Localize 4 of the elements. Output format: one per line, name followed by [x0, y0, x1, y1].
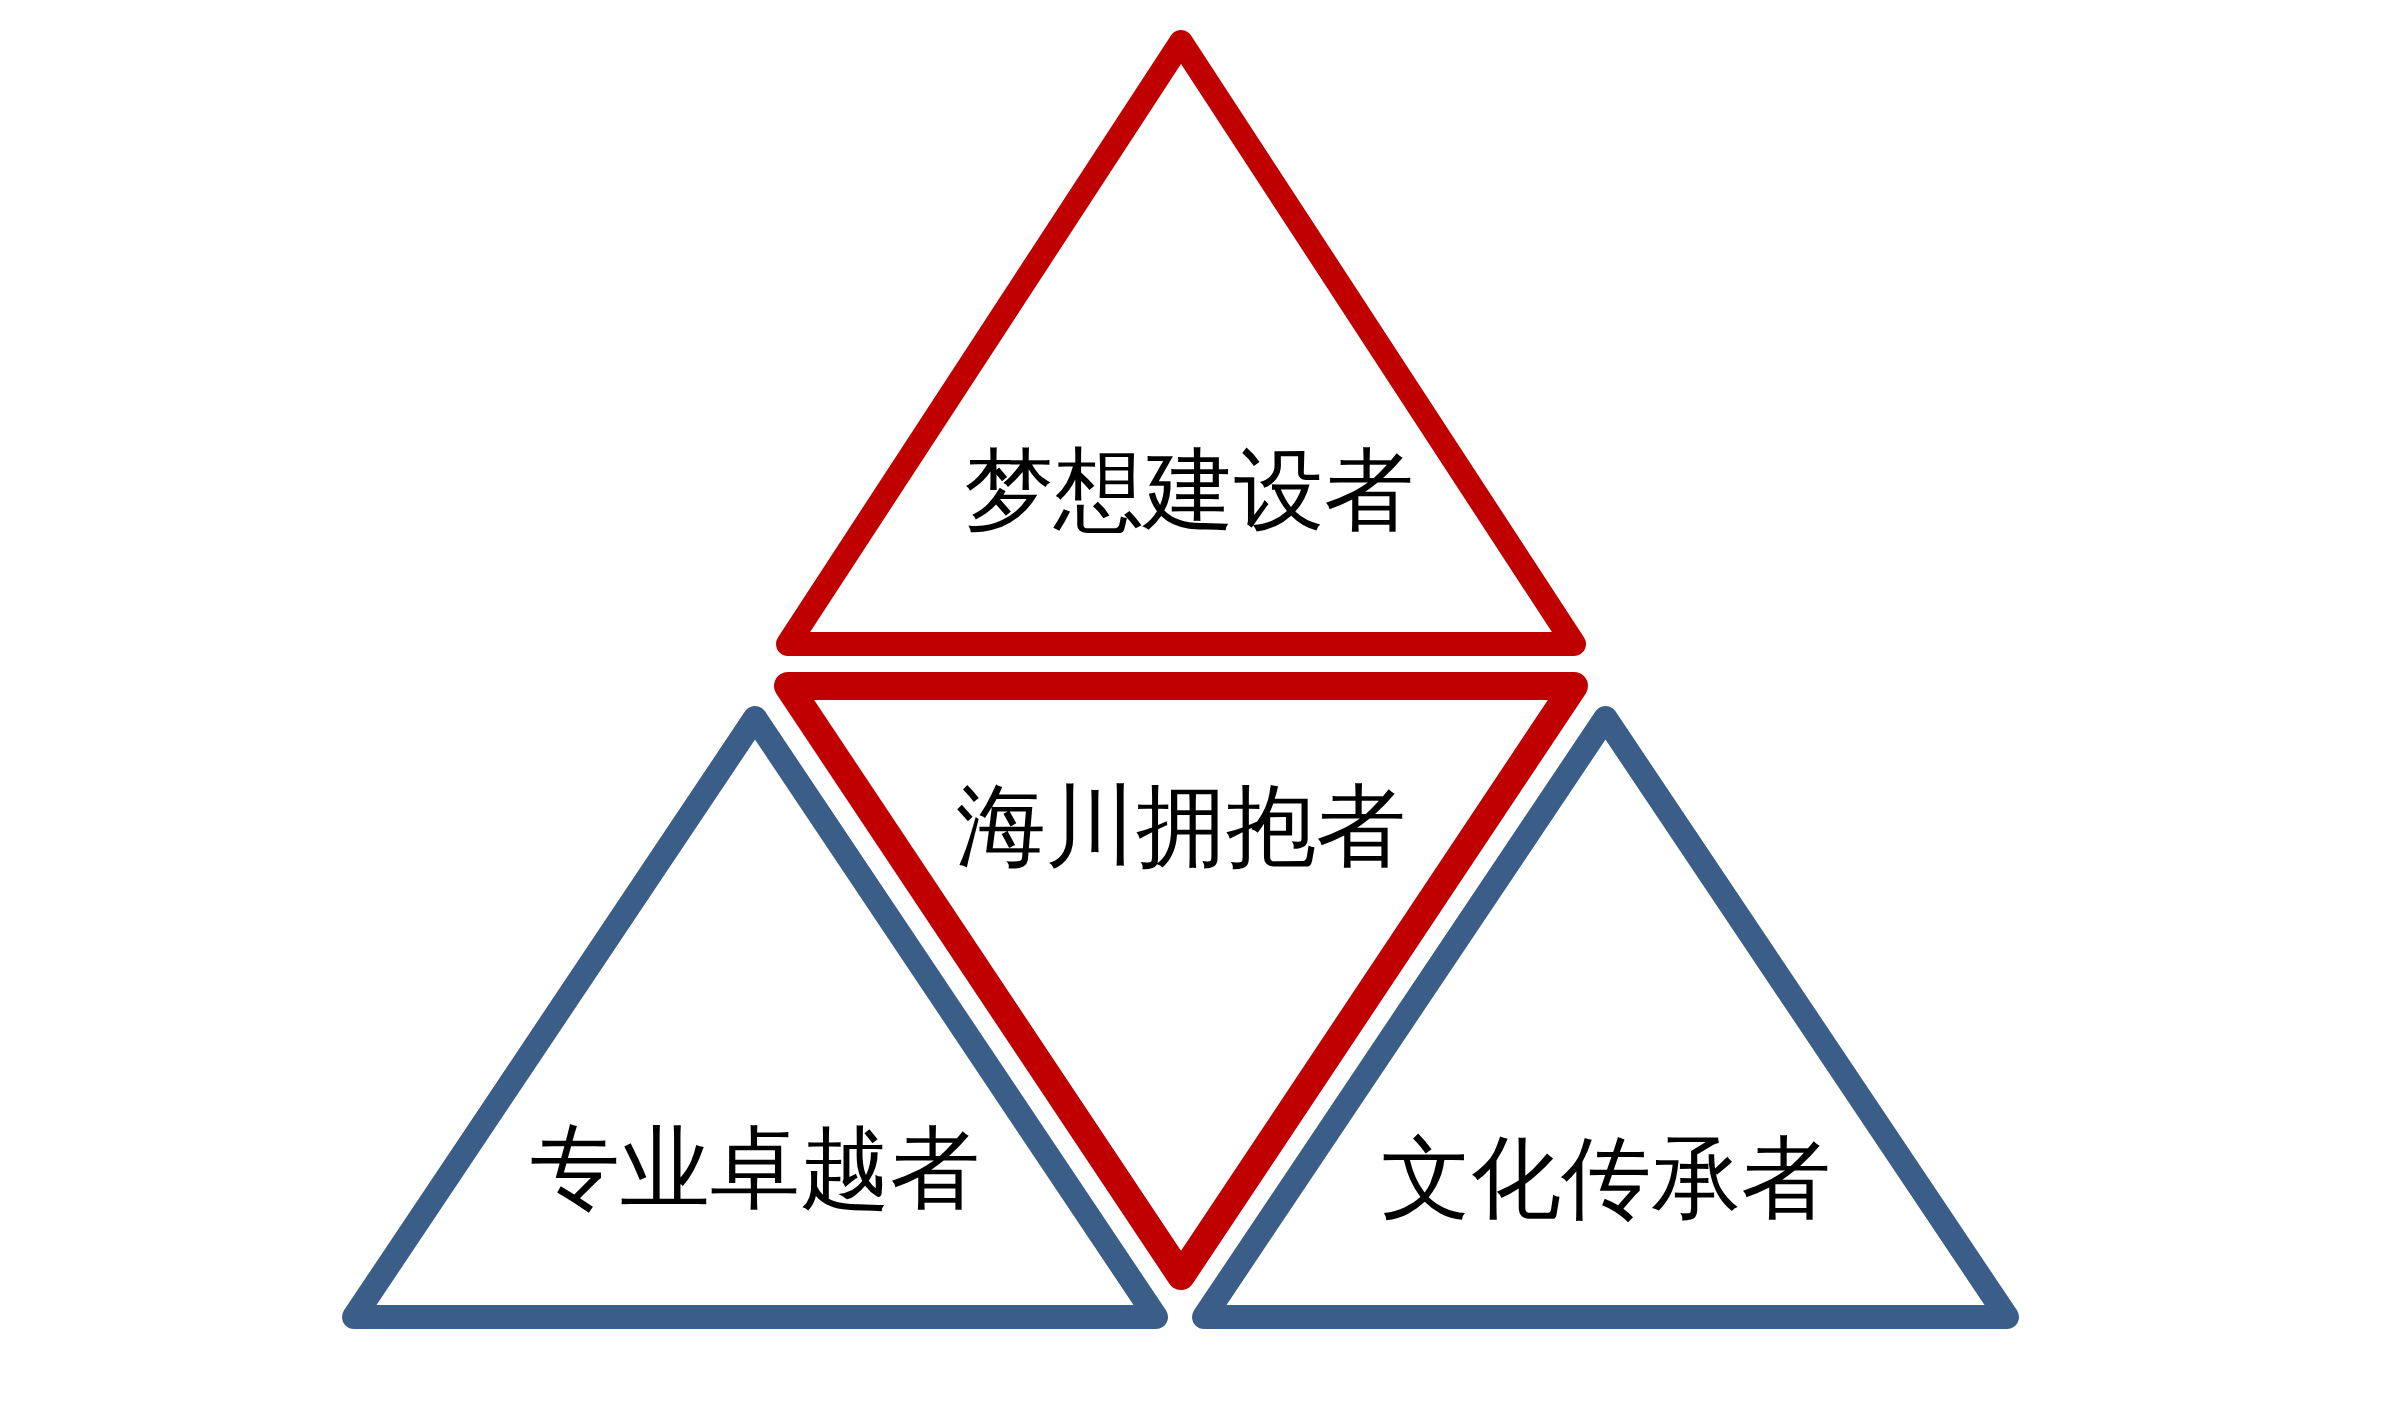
role-label: 专业卓越者 [530, 1118, 980, 1218]
role-label: 海川拥抱者 [956, 776, 1406, 876]
role-label: 梦想建设者 [964, 440, 1415, 540]
role-label: 文化传承者 [1380, 1128, 1831, 1228]
